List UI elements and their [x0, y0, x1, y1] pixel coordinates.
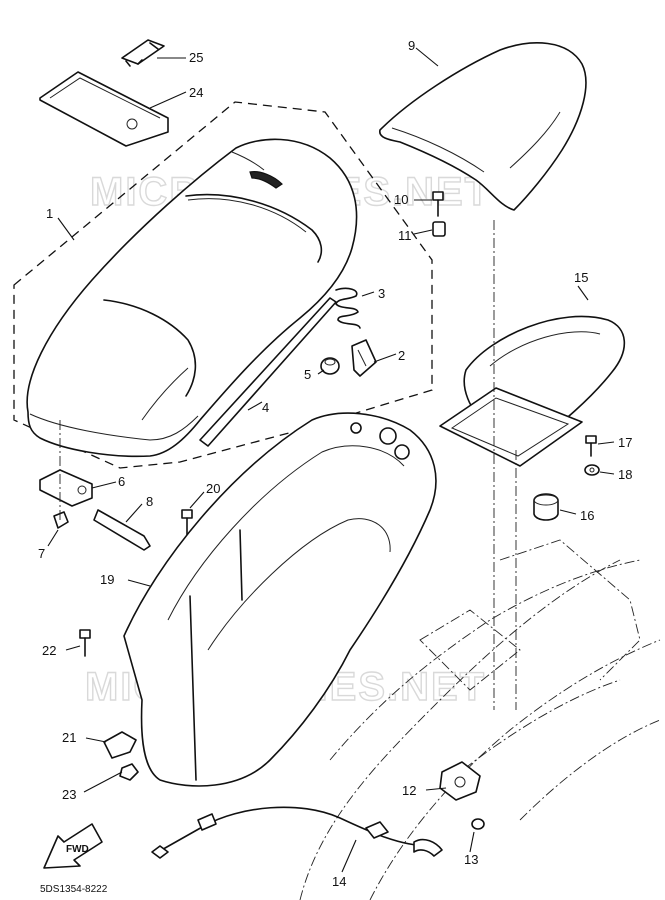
tub-part-19 — [123, 412, 437, 787]
callout-18: 18 — [618, 467, 632, 482]
callout-10: 10 — [394, 192, 408, 207]
callout-3: 3 — [378, 286, 385, 301]
callout-9: 9 — [408, 38, 415, 53]
washer-part-13 — [471, 818, 485, 830]
bolt-part-7 — [53, 511, 69, 529]
rod-part-4 — [199, 297, 337, 447]
callout-4: 4 — [262, 400, 269, 415]
callout-22: 22 — [42, 643, 56, 658]
callout-1: 1 — [46, 206, 53, 221]
callout-11: 11 — [398, 228, 412, 243]
pin-part-8 — [93, 509, 151, 551]
forward-label: FWD — [66, 844, 89, 855]
callout-25: 25 — [189, 50, 203, 65]
callout-14: 14 — [332, 874, 346, 889]
figure-code: 5DS1354-8222 — [40, 884, 108, 895]
forward-arrow: FWD — [43, 823, 103, 869]
bracket-part-21 — [103, 731, 137, 759]
callout-12: 12 — [402, 783, 416, 798]
bolt-part-22 — [79, 629, 91, 657]
callout-19: 19 — [100, 572, 114, 587]
damper-part-16 — [533, 493, 559, 521]
frame-outline — [299, 539, 661, 900]
leader-lines — [47, 47, 615, 873]
callout-8: 8 — [146, 494, 153, 509]
callout-24: 24 — [189, 85, 203, 100]
bumper-part-5 — [320, 357, 340, 375]
cable-part-14 — [151, 806, 443, 859]
clip-part-25 — [121, 39, 165, 67]
callout-17: 17 — [618, 435, 632, 450]
nut-part-23 — [119, 763, 139, 781]
bolt-part-20 — [181, 509, 193, 537]
seat-part-1 — [26, 138, 358, 458]
callout-13: 13 — [464, 852, 478, 867]
box-part-15 — [439, 315, 626, 467]
callout-15: 15 — [574, 270, 588, 285]
callout-labels: 25 24 1 9 10 11 3 2 5 4 15 17 18 16 6 7 … — [38, 38, 632, 889]
callout-16: 16 — [580, 508, 594, 523]
callout-21: 21 — [62, 730, 76, 745]
lock-part-2 — [351, 339, 377, 377]
spring-part-3 — [335, 287, 361, 329]
plate-part-24 — [39, 71, 169, 147]
bracket-part-6 — [39, 469, 93, 507]
bolt-part-17 — [585, 435, 597, 457]
callout-20: 20 — [206, 481, 220, 496]
callout-23: 23 — [62, 787, 76, 802]
callout-5: 5 — [304, 367, 311, 382]
latch-part-12 — [439, 761, 481, 801]
rear-seat-part-9 — [379, 42, 587, 211]
callout-6: 6 — [118, 474, 125, 489]
nut-part-18 — [584, 464, 600, 476]
collar-part-11 — [432, 221, 446, 237]
bolt-part-10 — [432, 191, 444, 217]
callout-2: 2 — [398, 348, 405, 363]
callout-7: 7 — [38, 546, 45, 561]
